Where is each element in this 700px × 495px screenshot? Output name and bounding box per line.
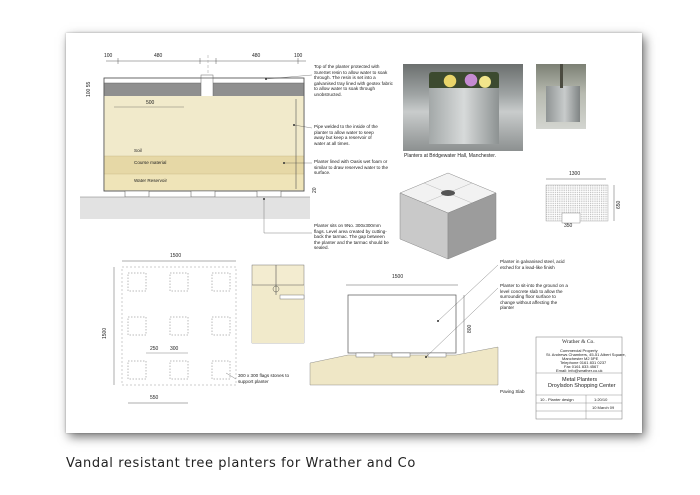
top-view-dim-h: 650: [616, 200, 622, 209]
plan-dim-left: 1500: [102, 327, 108, 339]
plan-dim-top: 1500: [170, 253, 182, 259]
photo-caption: Planters at Bridgewater Hall, Manchester…: [404, 153, 496, 159]
tb-address-0: Commercial Property: [560, 348, 598, 353]
label-water: Water Reservoir: [134, 178, 168, 183]
note-resin: Top of the planter protected with SureSe…: [314, 64, 393, 97]
elevation-dim-height: 800: [467, 324, 473, 333]
tb-scale: 1:20/10: [594, 397, 608, 402]
dim-top-480-right: 480: [252, 53, 261, 59]
tb-address-4: Fax 0161 833 4567: [564, 364, 599, 369]
note-oasis: Planter lined with Oasis wet foam or sim…: [314, 159, 389, 176]
note-concrete: Planter to sit-into the ground on a leve…: [500, 283, 568, 311]
tb-address-1: St. Andrews Chambers, 45-51 Albert Squar…: [546, 352, 626, 357]
tb-project-1: Metal Planters: [562, 377, 598, 383]
dim-top-100-right: 100: [294, 53, 303, 59]
elevation-dim-width: 1500: [392, 274, 404, 280]
label-course: Course material: [134, 160, 167, 165]
ground-section: [80, 197, 310, 219]
plan-dim-250: 250: [150, 346, 159, 352]
top-view-dim-w: 1300: [569, 171, 581, 177]
tb-address-2: Manchester M2 5PE: [562, 356, 599, 361]
tb-project-2: Droylsdon Shopping Center: [548, 383, 616, 389]
elevation-planter: [347, 294, 457, 354]
note-pipe: Pipe welded to the inside of the planter…: [314, 124, 378, 146]
note-galvanised: Planter in galvanised steel, acid etched…: [500, 259, 565, 270]
tb-date: 10 March 09: [592, 405, 615, 410]
top-view-dim-d: 350: [564, 223, 573, 229]
planter-photo-small: [536, 64, 586, 129]
plan-dim-300: 300: [170, 346, 179, 352]
note-paving: Paving Slab: [500, 389, 525, 394]
drawing-sheet: Planters at Bridgewater Hall, Manchester…: [66, 33, 642, 433]
dim-inner-500: 500: [146, 100, 155, 106]
tb-address-3: Telephone 0161 831 0237: [560, 360, 607, 365]
dim-right-20: 20: [312, 187, 318, 193]
title-block: [535, 336, 623, 420]
note-stones: 300 x 300 flags stones to support plante…: [238, 373, 290, 384]
dim-top-480-left: 480: [154, 53, 163, 59]
planter-photo-large: [403, 64, 523, 151]
dim-side: 100 55: [86, 81, 92, 97]
page-caption: Vandal resistant tree planters for Wrath…: [66, 456, 416, 471]
drawing-linework: [80, 55, 623, 420]
label-soil: Soil: [134, 148, 142, 153]
tb-address-5: Email: info@wrather.co.uk: [556, 368, 603, 373]
tb-company: Wrather & Co.: [562, 339, 595, 345]
note-flags: Planter sits on 9No. 300x300mm flags. Le…: [314, 223, 389, 251]
tb-drawing: 10 - Planter design: [540, 397, 574, 402]
dim-top-100-left: 100: [104, 53, 113, 59]
plan-dim-550: 550: [150, 395, 159, 401]
